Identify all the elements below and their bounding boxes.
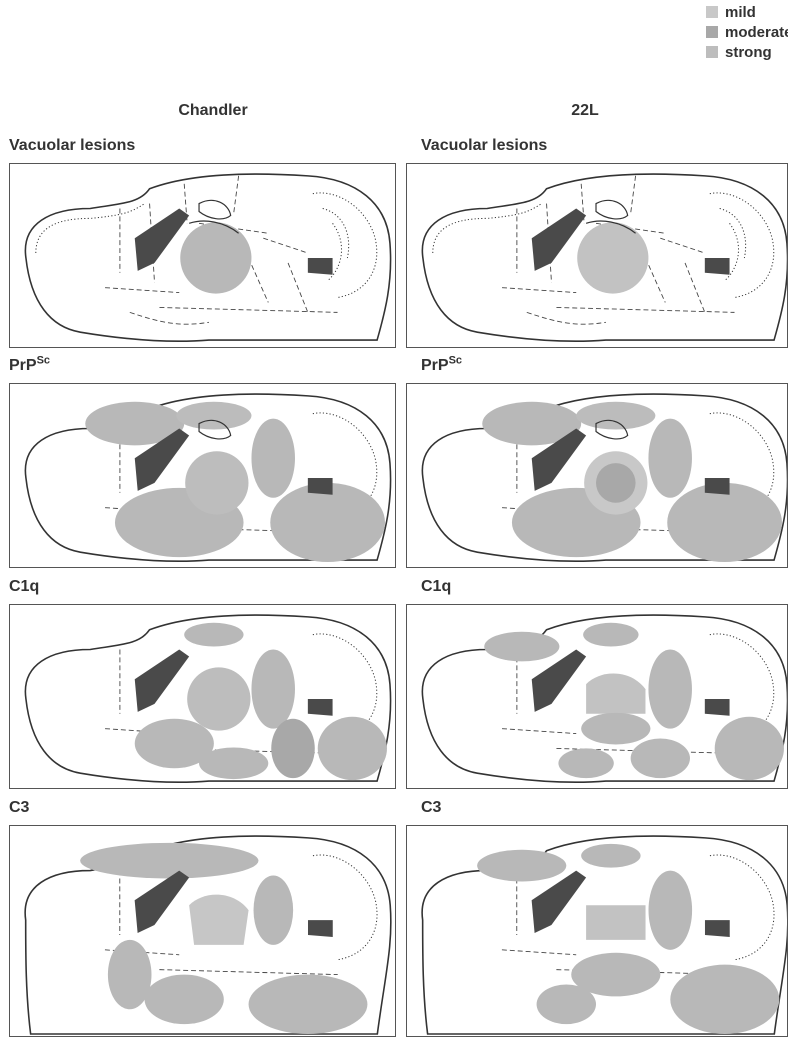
panel-c3-chandler: [9, 825, 396, 1037]
row-title-c3-left: C3: [9, 799, 29, 817]
panel-prpsc-chandler: [9, 383, 396, 568]
column-header-22l: 22L: [460, 102, 710, 120]
panel-vacuolar-22l: [406, 163, 788, 348]
row-title-vacuolar-right: Vacuolar lesions: [421, 137, 547, 155]
brain-section-c1q-chandler: [10, 605, 395, 788]
legend-item-strong: strong: [706, 42, 788, 62]
brain-section-c1q-22l: [407, 605, 787, 788]
column-header-chandler: Chandler: [88, 102, 338, 120]
legend-item-mild: mild: [706, 2, 788, 22]
row-title-c3-right: C3: [421, 799, 441, 817]
row-title-prpsc-right: PrPSc: [421, 357, 462, 375]
legend-label-moderate: moderate: [725, 24, 788, 41]
panel-c1q-chandler: [9, 604, 396, 789]
row-title-c1q-right: C1q: [421, 578, 451, 596]
panel-vacuolar-chandler: [9, 163, 396, 348]
panel-c3-22l: [406, 825, 788, 1037]
panel-c1q-22l: [406, 604, 788, 789]
legend-swatch-mild: [706, 6, 718, 18]
brain-section-c3-22l: [407, 826, 787, 1036]
brain-section-prpsc-chandler: [10, 384, 395, 567]
legend-swatch-strong: [706, 46, 718, 58]
brain-section-prpsc-22l: [407, 384, 787, 567]
row-title-c1q-left: C1q: [9, 578, 39, 596]
legend-swatch-moderate: [706, 26, 718, 38]
brain-section-vacuolar-22l: [407, 164, 787, 347]
row-title-vacuolar-left: Vacuolar lesions: [9, 137, 135, 155]
panel-prpsc-22l: [406, 383, 788, 568]
brain-section-c3-chandler: [10, 826, 395, 1036]
brain-section-vacuolar-chandler: [10, 164, 395, 347]
row-title-prpsc-left: PrPSc: [9, 357, 50, 375]
legend: mild moderate strong: [706, 2, 788, 62]
legend-item-moderate: moderate: [706, 22, 788, 42]
legend-label-strong: strong: [725, 44, 772, 61]
legend-label-mild: mild: [725, 4, 756, 21]
